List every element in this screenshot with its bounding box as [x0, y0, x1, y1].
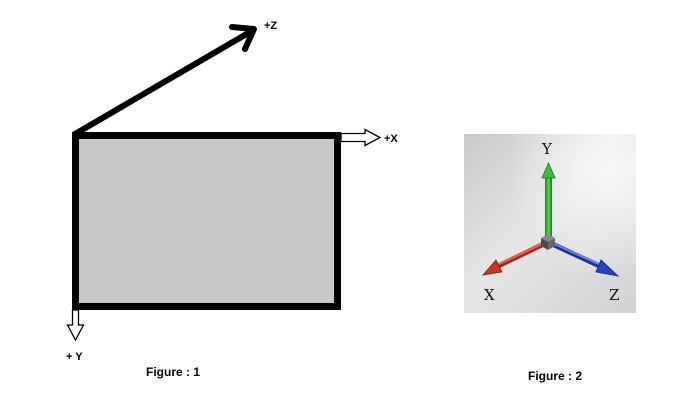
y-axis-label: + Y [66, 351, 83, 363]
z-axis-arrow [72, 24, 257, 137]
x-axis-label: +X [384, 133, 398, 145]
figure-2-caption: Figure : 2 [528, 369, 582, 383]
y-axis-arrow-3d [541, 161, 556, 238]
y-axis-arrow [66, 309, 85, 342]
figure-1: +Z +X + Y Figure : 1 [66, 20, 398, 379]
figure-2: Y X Z Figure : 2 [464, 134, 636, 383]
x-axis-arrow-3d [481, 240, 549, 276]
z-axis-label-3d: Z [609, 286, 619, 304]
figure-1-caption: Figure : 1 [146, 365, 200, 379]
x-axis-arrow [340, 128, 382, 147]
z-axis-arrow-3d [547, 240, 620, 277]
y-axis-label-3d: Y [541, 140, 553, 158]
screen-rectangle [72, 132, 341, 310]
origin-cube [541, 234, 555, 250]
z-axis-label: +Z [264, 20, 277, 32]
x-axis-label-3d: X [484, 286, 495, 304]
